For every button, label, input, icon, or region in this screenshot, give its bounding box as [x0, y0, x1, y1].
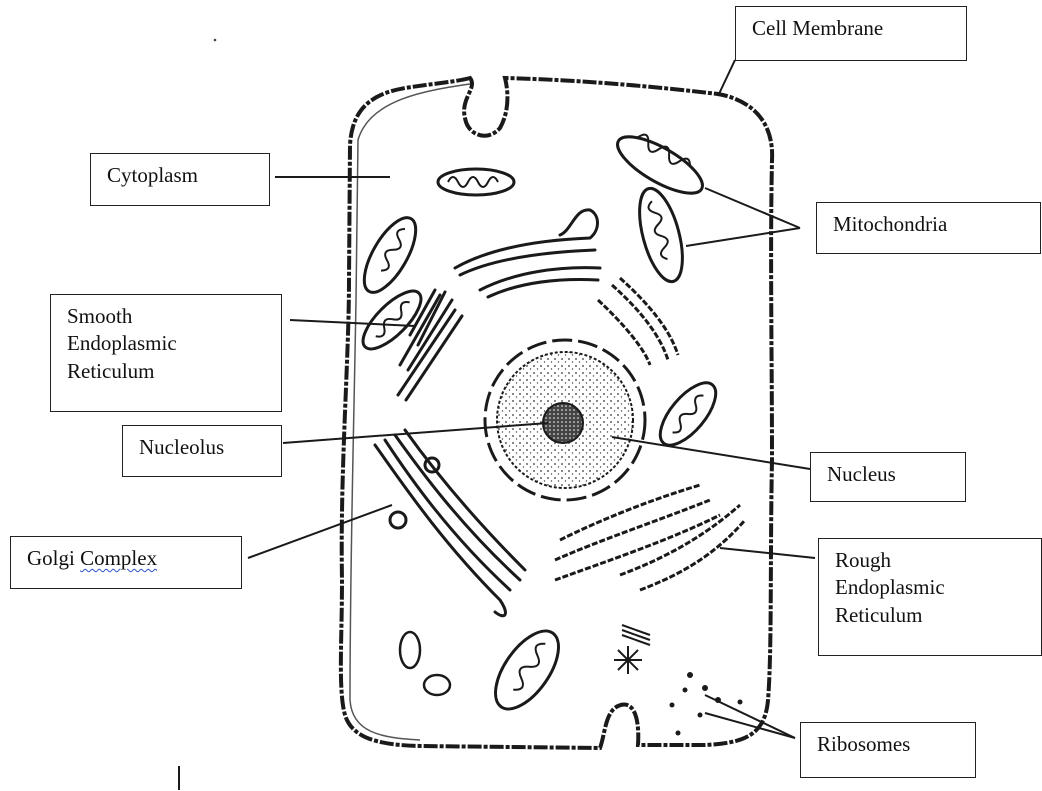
label-smooth-er-line1: Smooth — [67, 303, 265, 330]
label-ribosomes-text: Ribosomes — [817, 731, 959, 758]
mitochondrion — [483, 621, 571, 720]
nucleolus — [543, 403, 583, 443]
mitochondrion — [631, 184, 691, 286]
leader-line-mitochondria-a — [705, 188, 800, 228]
label-rough-er-line2: Endoplasmic — [835, 574, 1025, 601]
label-rough-er: Rough Endoplasmic Reticulum — [818, 538, 1042, 656]
golgi-complex — [375, 430, 525, 616]
ribosomes — [670, 672, 743, 736]
label-rough-er-line3: Reticulum — [835, 602, 1025, 629]
mitochondrion — [354, 210, 425, 300]
label-ribosomes: Ribosomes — [800, 722, 976, 778]
label-cell-membrane: Cell Membrane — [735, 6, 967, 61]
label-golgi-complex-text: Golgi Complex — [27, 545, 225, 572]
mitochondrion — [651, 374, 726, 454]
leader-line-rough-er — [720, 548, 815, 558]
label-nucleus: Nucleus — [810, 452, 966, 502]
leader-line-nucleus — [612, 437, 810, 469]
label-smooth-er: Smooth Endoplasmic Reticulum — [50, 294, 282, 412]
centrioles — [614, 625, 650, 674]
vesicles — [400, 632, 450, 695]
label-cytoplasm: Cytoplasm — [90, 153, 270, 206]
label-mitochondria: Mitochondria — [816, 202, 1041, 254]
label-mitochondria-text: Mitochondria — [833, 211, 1024, 238]
mitochondrion — [438, 169, 514, 195]
label-rough-er-line1: Rough — [835, 547, 1025, 574]
leader-line-golgi — [248, 505, 392, 558]
label-cytoplasm-text: Cytoplasm — [107, 162, 253, 189]
label-nucleolus: Nucleolus — [122, 425, 282, 477]
label-smooth-er-line3: Reticulum — [67, 358, 265, 385]
label-nucleolus-text: Nucleolus — [139, 434, 265, 461]
label-smooth-er-line2: Endoplasmic — [67, 330, 265, 357]
leader-line-cell-membrane — [718, 60, 735, 96]
spellcheck-underline-word: Complex — [80, 546, 157, 570]
label-nucleus-text: Nucleus — [827, 461, 949, 488]
label-cell-membrane-text: Cell Membrane — [752, 15, 950, 42]
leader-line-mitochondria-b — [686, 228, 800, 246]
stray-dot — [214, 39, 217, 42]
label-golgi-complex: Golgi Complex — [10, 536, 242, 589]
